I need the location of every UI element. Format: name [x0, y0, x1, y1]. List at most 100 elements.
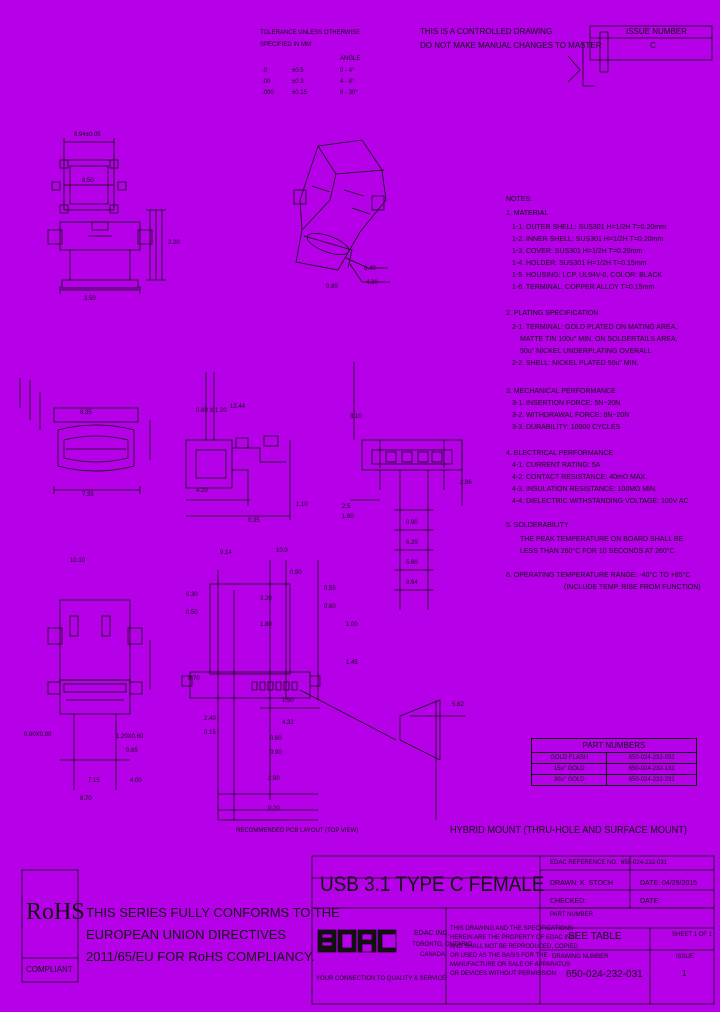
issue-label: ISSUE NUMBER: [626, 27, 687, 36]
tol-row-1-ang: 0 - 4°: [340, 68, 355, 74]
dim-label: 2.20: [168, 240, 180, 246]
issue-value: C: [650, 41, 656, 50]
dim-label: 8.64: [406, 580, 418, 586]
confidential-line: OR USED AS THE BASIS FOR THE: [450, 953, 548, 959]
part-number-value: SEE TABLE: [568, 931, 622, 942]
dim-label: 8.70: [80, 796, 92, 802]
dim-label: 0.60: [324, 604, 336, 610]
confidential-line: THIS DRAWING AND THE SPECIFICATIONS: [450, 926, 573, 932]
company-name: EDAC INC.: [414, 930, 450, 937]
checked-date: DATE:: [640, 898, 661, 905]
tol-row-3-tol: ±0.15: [292, 90, 307, 96]
confidential-line: OR DEVICES WITHOUT PERMISSION: [450, 971, 556, 977]
confidential-line: AND SHALL NOT BE REPRODUCED, COPIED: [450, 944, 578, 950]
dim-label: 8.35: [80, 410, 92, 416]
dim-label: 0.15: [204, 730, 216, 736]
note-line: 1-3. COVER: SUS301 H=1/2H T=0.20mm: [512, 248, 643, 255]
part-table-title: PART NUMBERS: [531, 738, 697, 753]
dim-label: 0.70: [188, 676, 200, 682]
dim-label: 8.50: [82, 178, 94, 184]
dim-label: 0.60: [270, 736, 282, 742]
dim-label: 0.90: [290, 570, 302, 576]
table-row: 30u" GOLD 650-024-232-231: [530, 774, 697, 786]
dim-label: 0.50: [186, 610, 198, 616]
issue-block-value: 1: [682, 969, 687, 978]
dim-label: 0.90: [406, 520, 418, 526]
company-city: TORONTO, ONTARIO: [412, 942, 473, 948]
dim-label: 8.94±0.05: [74, 132, 101, 138]
note-line: 4-3. INSULATION RESISTANCE: 100MΩ MIN.: [512, 486, 658, 493]
dim-label: 10.0: [276, 548, 288, 554]
dim-label: 0.60 X 1.20: [196, 408, 227, 414]
note-line: 1-4. HOLDER: SUS301 H=1/2H T=0.15mm: [512, 260, 647, 267]
dim-label: 0.65: [126, 748, 138, 754]
dim-label: 1.60: [342, 514, 354, 520]
dim-label: 5.60: [406, 560, 418, 566]
product-title: USB 3.1 TYPE C FEMALE: [320, 873, 545, 896]
dim-label: 2.96: [460, 480, 472, 486]
dim-label: 0.35: [248, 518, 260, 524]
edac-reference: EDAC REFERENCE NO.: 650-024-232-031: [550, 860, 668, 866]
tolerance-heading: TOLERANCE UNLESS OTHERWISE: [260, 30, 361, 36]
tol-row-1-tol: ±0.5: [292, 68, 304, 74]
table-cell: 650-024-232-231: [606, 774, 697, 786]
dim-label: 1.80: [260, 622, 272, 628]
note-line: 4-4. DIELECTRIC WITHSTANDING VOLTAGE: 10…: [512, 498, 689, 505]
operating-temp: 6. OPERATING TEMPERATURE RANGE: -40°C TO…: [506, 572, 691, 579]
table-cell: GOLD FLASH: [530, 752, 608, 764]
table-cell: 650-024-232-031: [606, 752, 697, 764]
note-line: 4-2. CONTACT RESISTANCE: 40mΩ MAX.: [512, 474, 648, 481]
note-line: 3-2. WITHDRAWAL FORCE: 8N~20N: [512, 412, 630, 419]
notes-title: NOTES:: [506, 196, 533, 203]
checked-by: CHECKED:: [550, 898, 587, 905]
note-line: 1-1. OUTER SHELL: SUS301 H=1/2H T=0.20mm: [512, 224, 666, 231]
tol-row-2-tol: ±0.3: [292, 79, 304, 85]
sheet-number: SHEET 1 OF 1: [672, 932, 712, 938]
table-cell: 15u" GOLD: [530, 763, 608, 775]
issue-block-label: ISSUE: [676, 954, 695, 960]
dim-label: 4.30: [366, 280, 378, 286]
note-line: 3-3. DURABILITY: 10000 CYCLES: [512, 424, 621, 431]
dim-label: 2.5: [342, 504, 351, 510]
note-line: THE PEAK TEMPERATURE ON BOARD SHALL BE: [520, 536, 684, 543]
note-line: 50u" NICKEL UNDERPLATING OVERALL: [520, 348, 652, 355]
drawing-number-label: DRAWING NUMBER: [552, 954, 609, 960]
table-cell: 650-024-232-131: [606, 763, 697, 775]
dim-label: 5.62: [452, 702, 464, 708]
dim-label: 1.20X0.60: [116, 734, 144, 740]
hybrid-mount-label: HYBRID MOUNT (THRU-HOLE AND SURFACE MOUN…: [450, 825, 688, 836]
operating-temp-2: (INCLUDE TEMP. RISE FROM FUNCTION): [564, 584, 701, 591]
table-cell: 30u" GOLD: [530, 774, 608, 786]
tol-row-2-ang: 4 - 8°: [340, 79, 355, 85]
drawing-number-value: 650-024-232-031: [566, 969, 643, 980]
dim-label: 1.50: [282, 698, 294, 704]
dim-label: 2.40: [204, 716, 216, 722]
dim-label: 6.20: [406, 540, 418, 546]
dim-label: 9.14: [220, 550, 232, 556]
tol-row-3-ang: 8 - 30°: [340, 90, 358, 96]
drawn-by: DRAWN: K. STOCH: [550, 880, 614, 887]
note-line: 4-1. CURRENT RATING: 5A: [512, 462, 601, 469]
controlled-drawing-notice: THIS IS A CONTROLLED DRAWING: [420, 27, 553, 36]
dim-label: 6.40: [364, 266, 376, 272]
note-line: MATTE TIN 100u" MIN. ON SOLDERTAILS AREA…: [520, 336, 678, 343]
dim-label: 0.60X0.90: [24, 732, 52, 738]
table-row: 15u" GOLD 650-024-232-131: [530, 763, 697, 775]
material-title: 1. MATERIAL: [506, 210, 549, 217]
company-slogan: YOUR CONNECTION TO QUALITY & SERVICE: [316, 976, 446, 982]
dim-label: 1.00: [346, 622, 358, 628]
note-line: 3-1. INSERTION FORCE: 5N~20N: [512, 400, 621, 407]
dim-label: 3.50: [84, 296, 96, 302]
solder-title: 5. SOLDERABILITY: [506, 522, 569, 529]
rohs-statement-line: 2011/65/EU FOR RoHS COMPLIANCY.: [86, 949, 315, 964]
dim-label: 7.15: [88, 778, 100, 784]
company-country: CANADA: [420, 952, 446, 958]
dim-label: 0.80: [326, 284, 338, 290]
dim-label: 12.44: [230, 404, 246, 410]
dim-label: 1.45: [346, 660, 358, 666]
dim-label: 4.32: [282, 720, 294, 726]
dim-label: 8.10: [350, 414, 362, 420]
tolerance-heading-2: SPECIFIED IN MM: [260, 42, 312, 48]
rohs-statement-line: EUROPEAN UNION DIRECTIVES: [86, 927, 287, 942]
dim-label: 2.90: [268, 776, 280, 782]
